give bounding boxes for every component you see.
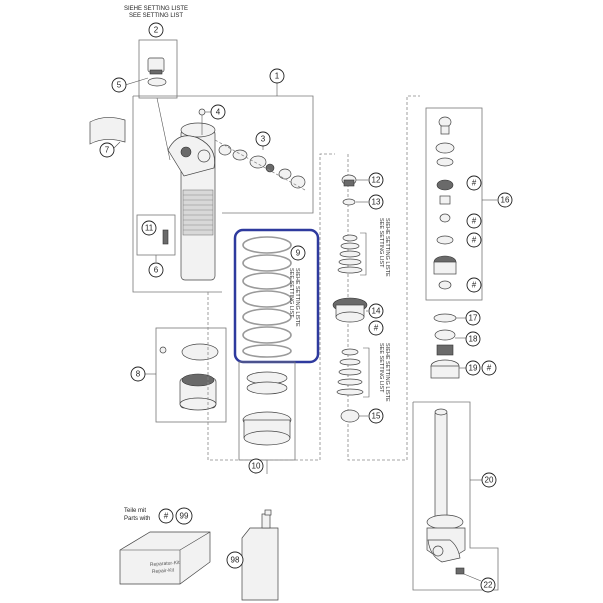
spring-setting-de: SIEHE SETTING LISTE xyxy=(294,268,300,327)
callout-17: 17 xyxy=(465,310,481,326)
callout-10: 10 xyxy=(248,458,264,474)
callout-16-hash-b: # xyxy=(466,213,482,229)
part-20-rod xyxy=(412,401,499,591)
svg-text:8: 8 xyxy=(136,370,141,379)
callout-11: 11 xyxy=(141,220,157,236)
oil-can xyxy=(241,509,279,601)
parts-17-19 xyxy=(430,313,460,379)
part-7-sticker xyxy=(89,117,126,145)
callout-13: 13 xyxy=(368,194,384,210)
main-assembly xyxy=(132,78,314,293)
callout-22: 22 xyxy=(480,577,496,593)
callout-14-hash: # xyxy=(368,320,384,336)
svg-text:#: # xyxy=(472,217,477,226)
svg-text:7: 7 xyxy=(105,146,110,155)
svg-text:18: 18 xyxy=(469,335,478,344)
svg-text:5: 5 xyxy=(117,81,122,90)
callout-3: 3 xyxy=(255,131,271,147)
kit-box-label-1: Reparatur-Kit xyxy=(150,560,181,568)
svg-text:#: # xyxy=(164,512,169,521)
callout-2: 2 xyxy=(148,22,164,38)
callout-8: 8 xyxy=(130,366,146,382)
part-6-11-box xyxy=(136,214,176,262)
header-setting-en: SEE SETTING LIST xyxy=(128,13,183,19)
svg-text:9: 9 xyxy=(296,249,301,258)
parts-note-de: Teile mit xyxy=(124,508,147,514)
part-2-box xyxy=(138,39,178,161)
svg-text:6: 6 xyxy=(154,266,159,275)
part-9-spring xyxy=(233,228,320,364)
callout-98: 98 xyxy=(226,551,244,569)
svg-text:13: 13 xyxy=(372,198,381,207)
svg-text:17: 17 xyxy=(469,314,478,323)
svg-text:11: 11 xyxy=(145,224,154,233)
callout-19-hash: # xyxy=(481,360,497,376)
svg-text:14: 14 xyxy=(372,307,381,316)
repair-kit-box xyxy=(119,531,211,585)
spring-setting-en: SEE SETTING LIST xyxy=(288,268,294,318)
svg-text:22: 22 xyxy=(484,581,493,590)
piston-column xyxy=(332,174,370,423)
svg-text:2: 2 xyxy=(154,26,159,35)
callout-99-hash: # xyxy=(158,508,174,524)
callout-16-hash-a: # xyxy=(466,175,482,191)
lower-setting-de: SIEHE SETTING LISTE xyxy=(384,343,390,402)
svg-text:12: 12 xyxy=(372,176,381,185)
svg-text:16: 16 xyxy=(501,196,510,205)
callout-19: 19 xyxy=(465,360,481,376)
svg-text:10: 10 xyxy=(252,462,261,471)
callout-1: 1 xyxy=(269,68,285,84)
parts-note-en: Parts with xyxy=(124,516,151,522)
callout-16-hash-d: # xyxy=(466,277,482,293)
svg-text:1: 1 xyxy=(275,72,280,81)
svg-text:19: 19 xyxy=(469,364,478,373)
svg-text:#: # xyxy=(472,236,477,245)
svg-text:20: 20 xyxy=(485,476,494,485)
callout-15: 15 xyxy=(368,408,384,424)
svg-text:#: # xyxy=(487,364,492,373)
upper-setting-en: SEE SETTING LIST xyxy=(378,218,384,268)
svg-text:3: 3 xyxy=(261,135,266,144)
lower-setting-en: SEE SETTING LIST xyxy=(378,343,384,393)
callout-6: 6 xyxy=(148,262,164,278)
callout-9: 9 xyxy=(290,245,306,261)
svg-text:4: 4 xyxy=(216,108,221,117)
upper-setting-de: SIEHE SETTING LISTE xyxy=(384,218,390,277)
callout-5: 5 xyxy=(111,77,127,93)
callout-20: 20 xyxy=(481,472,497,488)
svg-text:15: 15 xyxy=(372,412,381,421)
svg-text:#: # xyxy=(472,281,477,290)
svg-text:99: 99 xyxy=(180,512,189,521)
callout-12: 12 xyxy=(368,172,384,188)
callout-14: 14 xyxy=(368,303,384,319)
svg-text:#: # xyxy=(374,324,379,333)
callout-18: 18 xyxy=(465,331,481,347)
svg-text:98: 98 xyxy=(231,556,240,565)
callout-16-hash-c: # xyxy=(466,232,482,248)
callout-16: 16 xyxy=(497,192,513,208)
kit-box-label-2: Repair-Kit xyxy=(152,567,175,575)
svg-text:#: # xyxy=(472,179,477,188)
part-16-column xyxy=(425,107,497,301)
callout-99: 99 xyxy=(175,507,193,525)
part-8-adjuster xyxy=(155,327,227,423)
callout-4: 4 xyxy=(210,104,226,120)
header-setting-de: SIEHE SETTING LISTE xyxy=(123,6,188,12)
part-10-retainer xyxy=(238,361,296,474)
callout-7: 7 xyxy=(99,142,115,158)
